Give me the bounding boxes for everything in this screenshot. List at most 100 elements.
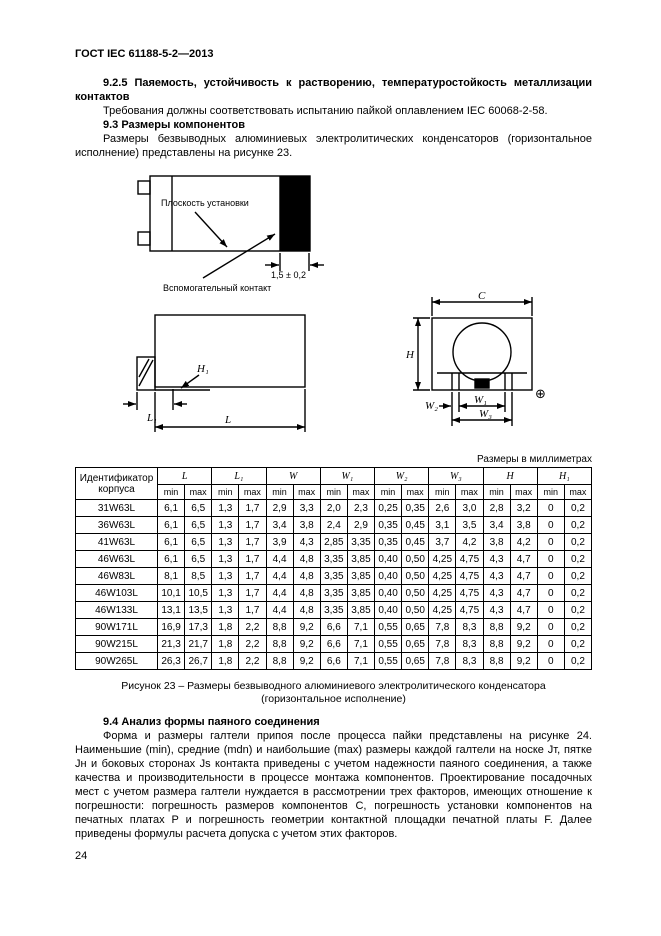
dimension-value-cell: 0,2 [563, 584, 593, 602]
case-identifier-cell: 90W215L [75, 635, 158, 653]
dimension-value-cell: 8,5 [184, 567, 213, 585]
dimension-value-cell: 8,3 [455, 618, 484, 636]
dimension-value-cell: 4,8 [292, 584, 321, 602]
min-header-cell: min [319, 484, 348, 500]
dimension-value-cell: 6,5 [184, 550, 213, 568]
dimension-value-cell: 3,3 [292, 499, 321, 517]
dimension-value-cell: 0,2 [563, 618, 593, 636]
dimension-value-cell: 0,50 [401, 584, 430, 602]
section-93-heading: 9.3 Размеры компонентов [103, 119, 245, 131]
dimension-value-cell: 0,65 [401, 652, 430, 670]
dimension-value-cell: 9,2 [509, 635, 538, 653]
dimension-value-cell: 3,8 [509, 516, 538, 534]
case-identifier-cell: 90W171L [75, 618, 158, 636]
section-925-heading: 9.2.5 Паяемость, устойчивость к растворе… [75, 77, 592, 103]
dimension-value-cell: 0 [536, 601, 565, 619]
dimension-value-cell: 3,35 [319, 550, 348, 568]
dimension-value-cell: 2,9 [265, 499, 294, 517]
dimension-value-cell: 4,8 [292, 550, 321, 568]
dimension-value-cell: 1,3 [211, 584, 240, 602]
dimension-value-cell: 6,5 [184, 533, 213, 551]
dimension-value-cell: 10,1 [156, 584, 186, 602]
dimension-value-cell: 13,5 [184, 601, 213, 619]
min-header-cell: min [536, 484, 565, 500]
dimension-value-cell: 1,3 [211, 550, 240, 568]
document-title: ГОСТ IEC 61188-5-2—2013 [75, 48, 214, 60]
dim-C-label: C [478, 290, 486, 302]
dimension-value-cell: 0,45 [401, 516, 430, 534]
section-93-body: Размеры безвыводных алюминиевых электрол… [75, 133, 592, 159]
dimension-value-cell: 6,1 [156, 516, 186, 534]
dimension-value-cell: 1,7 [238, 550, 267, 568]
max-header-cell: max [184, 484, 213, 500]
dimension-value-cell: 2,2 [238, 635, 267, 653]
dimension-value-cell: 4,8 [292, 567, 321, 585]
dimension-value-cell: 6,6 [319, 635, 348, 653]
dimension-value-cell: 0,35 [373, 516, 403, 534]
dimension-value-cell: 0,25 [373, 499, 403, 517]
dimension-value-cell: 4,7 [509, 550, 538, 568]
dimension-value-cell: 0,55 [373, 618, 403, 636]
dimension-value-cell: 0,55 [373, 652, 403, 670]
dimension-value-cell: 3,8 [482, 533, 511, 551]
case-identifier-cell: 46W103L [75, 584, 158, 602]
dimension-value-cell: 0,35 [373, 533, 403, 551]
min-header-cell: min [211, 484, 240, 500]
min-header-cell: min [373, 484, 403, 500]
dimension-value-cell: 7,1 [346, 635, 376, 653]
dimension-value-cell: 8,8 [482, 652, 511, 670]
dim-header-H1: H₁ [536, 467, 593, 485]
figure-caption-line1: Рисунок 23 – Размеры безвыводного алюмин… [121, 680, 546, 692]
dimension-value-cell: 3,2 [509, 499, 538, 517]
dimension-value-cell: 4,3 [482, 567, 511, 585]
dimension-value-cell: 0,40 [373, 567, 403, 585]
dimension-value-cell: 26,3 [156, 652, 186, 670]
dimension-value-cell: 8,8 [482, 635, 511, 653]
dimension-value-cell: 6,6 [319, 652, 348, 670]
min-header-cell: min [428, 484, 457, 500]
dimension-value-cell: 8,8 [265, 635, 294, 653]
dimension-value-cell: 6,1 [156, 499, 186, 517]
dim-header-L1: L₁ [211, 467, 267, 485]
dimension-value-cell: 0,2 [563, 652, 593, 670]
dimension-value-cell: 1,3 [211, 567, 240, 585]
dimension-value-cell: 0 [536, 652, 565, 670]
case-identifier-cell: 46W133L [75, 601, 158, 619]
dimension-value-cell: 4,4 [265, 567, 294, 585]
max-header-cell: max [401, 484, 430, 500]
dimension-value-cell: 13,1 [156, 601, 186, 619]
case-identifier-header: Идентификатор корпуса [75, 467, 158, 500]
dimension-value-cell: 8,8 [265, 652, 294, 670]
dimension-value-cell: 0,35 [401, 499, 430, 517]
figure-23-drawings-area: Плоскость установки 1,5 ± 0,2 Вспомогате… [75, 168, 592, 450]
dimension-value-cell: 4,8 [292, 601, 321, 619]
dimension-value-cell: 8,1 [156, 567, 186, 585]
dimension-value-cell: 17,3 [184, 618, 213, 636]
dimension-value-cell: 1,7 [238, 584, 267, 602]
capacitor-length-dimensions-drawing [123, 314, 306, 432]
min-header-cell: min [156, 484, 186, 500]
dimension-value-cell: 0,2 [563, 516, 593, 534]
max-header-cell: max [346, 484, 376, 500]
dimension-value-cell: 0 [536, 618, 565, 636]
dimension-value-cell: 0,45 [401, 533, 430, 551]
dimension-names-header-row: Идентификатор корпуса L L₁ W W₁ W₂ W₃ H … [75, 467, 593, 500]
case-identifier-cell: 46W83L [75, 567, 158, 585]
dimension-value-cell: 3,85 [346, 567, 376, 585]
dimension-value-cell: 0,2 [563, 499, 593, 517]
dim-H-label: H [405, 349, 415, 361]
dimension-value-cell: 0 [536, 635, 565, 653]
dimension-value-cell: 0,40 [373, 550, 403, 568]
polarity-plus-icon: ⊕ [535, 386, 546, 401]
dimension-value-cell: 0 [536, 516, 565, 534]
dimension-value-cell: 0,2 [563, 550, 593, 568]
dimension-value-cell: 0 [536, 584, 565, 602]
dimension-value-cell: 0 [536, 550, 565, 568]
dimension-value-cell: 6,6 [319, 618, 348, 636]
dimension-value-cell: 4,25 [428, 584, 457, 602]
